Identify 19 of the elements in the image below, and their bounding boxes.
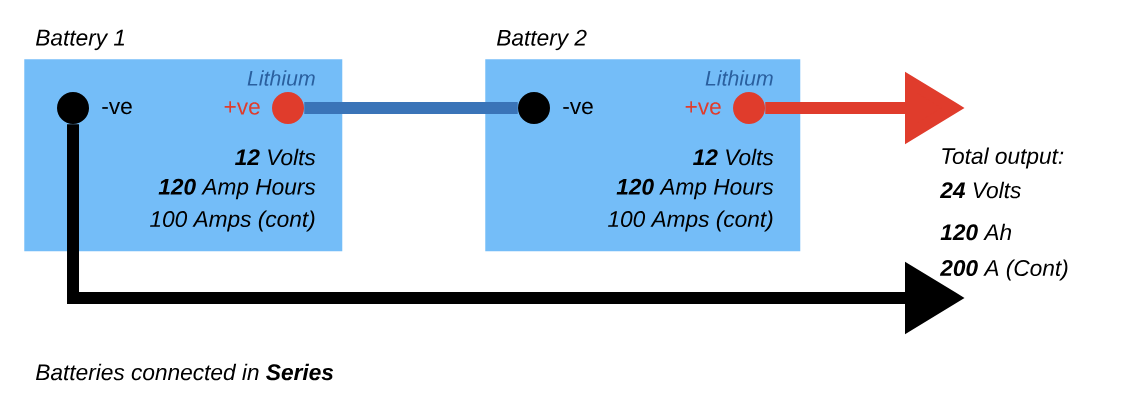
output-label: 120 Ah bbox=[940, 223, 1012, 241]
type-label: Lithium bbox=[247, 70, 315, 86]
caption: Batteries connected in Series bbox=[35, 363, 334, 381]
spec-text: 100 Amps (cont) bbox=[150, 210, 315, 232]
spec-text: 100 Amps (cont) bbox=[608, 210, 773, 232]
terminal-label: -ve bbox=[102, 101, 132, 115]
heading: Battery 1 bbox=[35, 29, 125, 51]
terminal-label: +ve bbox=[224, 101, 260, 115]
output-label: Total output: bbox=[942, 147, 1064, 169]
heading: Battery 2 bbox=[496, 29, 587, 51]
spec-text: 12 Volts bbox=[235, 148, 316, 166]
terminal-label: -ve bbox=[563, 101, 593, 115]
spec-text: 120 Amp Hours bbox=[158, 178, 316, 200]
spec-text: 12 Volts bbox=[693, 148, 774, 166]
output-label: 200 A (Cont) bbox=[939, 259, 1068, 281]
output-label: 24 Volts bbox=[939, 181, 1021, 199]
type-label: Lithium bbox=[705, 70, 773, 86]
terminal-label: +ve bbox=[685, 101, 721, 115]
spec-text: 120 Amp Hours bbox=[616, 178, 774, 200]
